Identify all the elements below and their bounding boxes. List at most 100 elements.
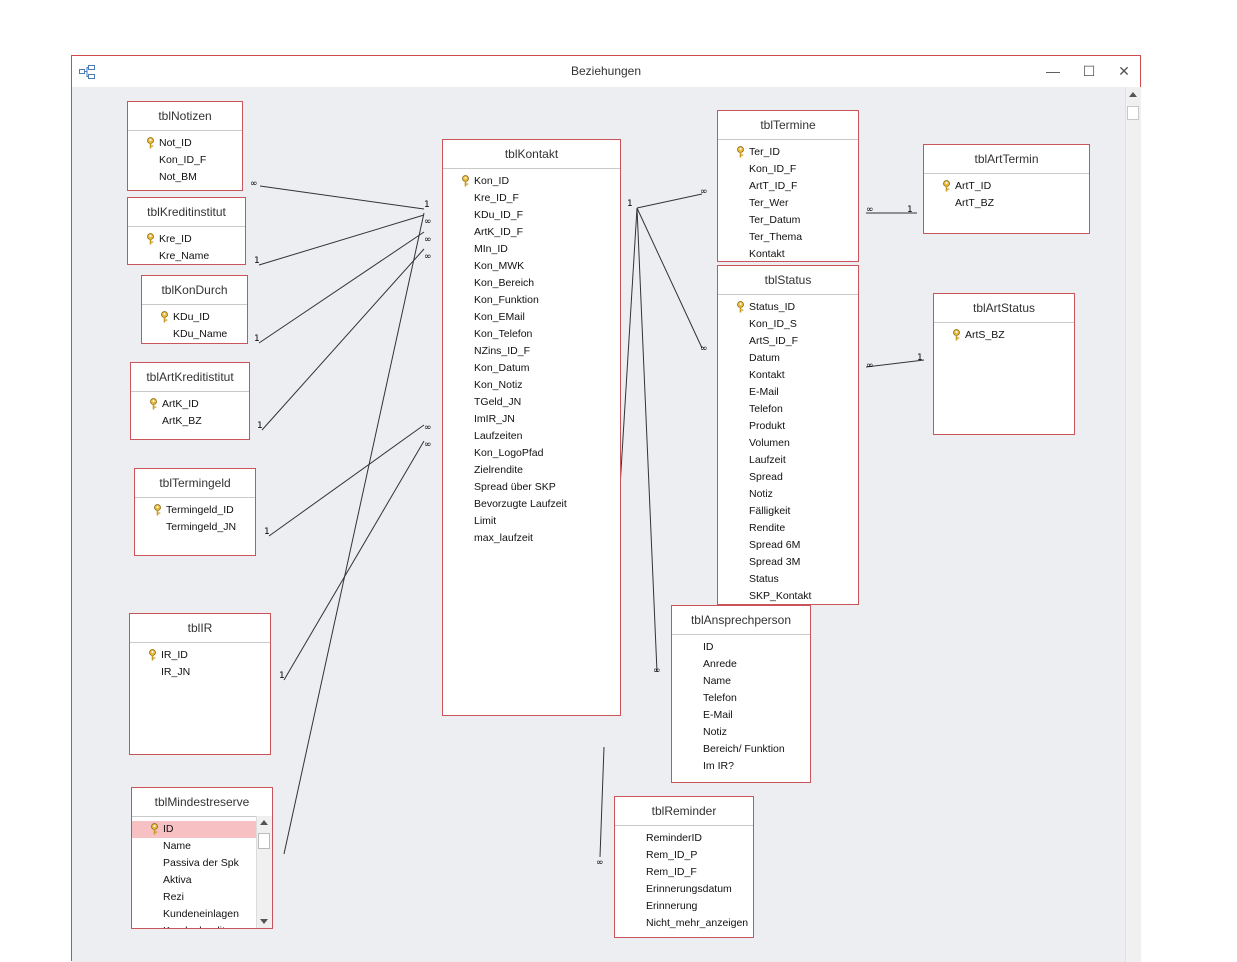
field-row[interactable]: Notiz [718, 486, 858, 503]
field-row[interactable]: Bevorzugte Laufzeit [443, 496, 620, 513]
field-row[interactable]: Kre_Name [128, 248, 245, 265]
field-row[interactable]: Limit [443, 513, 620, 530]
scroll-thumb[interactable] [1127, 106, 1139, 120]
field-row[interactable]: ArtT_ID [924, 178, 1089, 195]
field-row[interactable]: Kon_Telefon [443, 326, 620, 343]
field-row[interactable]: Name [132, 838, 272, 855]
field-row[interactable]: Im IR? [672, 758, 810, 775]
field-row[interactable]: Nicht_mehr_anzeigen [615, 915, 753, 932]
field-row[interactable]: Rem_ID_F [615, 864, 753, 881]
table-title[interactable]: tblAnsprechperson [672, 606, 810, 635]
field-row[interactable]: Spread [718, 469, 858, 486]
field-row[interactable]: ID [672, 639, 810, 656]
field-row[interactable]: Not_ID [128, 135, 242, 152]
field-row[interactable]: Datum [718, 350, 858, 367]
field-row[interactable]: Name [672, 673, 810, 690]
field-row[interactable]: Kon_Bereich [443, 275, 620, 292]
field-row[interactable]: Kontakt [718, 246, 858, 263]
scroll-up-icon[interactable] [1129, 92, 1137, 97]
field-row[interactable]: Kon_EMail [443, 309, 620, 326]
field-row[interactable]: Laufzeit [718, 452, 858, 469]
field-row[interactable]: Fälligkeit [718, 503, 858, 520]
field-row[interactable]: KDu_Name [142, 326, 247, 343]
field-row[interactable]: Kundenkredite [132, 923, 272, 928]
field-row[interactable]: Kon_ID_F [718, 161, 858, 178]
table-title[interactable]: tblKreditinstitut [128, 198, 245, 227]
field-row[interactable]: Laufzeiten [443, 428, 620, 445]
field-row[interactable]: ReminderID [615, 830, 753, 847]
table-title[interactable]: tblTermingeld [135, 469, 255, 498]
field-row[interactable]: Erinnerungsdatum [615, 881, 753, 898]
field-row[interactable]: NZins_ID_F [443, 343, 620, 360]
field-row[interactable]: Kon_LogoPfad [443, 445, 620, 462]
field-row[interactable]: TGeld_JN [443, 394, 620, 411]
field-row[interactable]: ArtS_BZ [934, 327, 1074, 344]
field-row[interactable]: E-Mail [672, 707, 810, 724]
field-row[interactable]: Ter_Thema [718, 229, 858, 246]
field-row[interactable]: Status_ID [718, 299, 858, 316]
field-row[interactable]: ArtT_BZ [924, 195, 1089, 212]
field-row[interactable]: ImIR_JN [443, 411, 620, 428]
table-title[interactable]: tblReminder [615, 797, 753, 826]
field-row[interactable]: Rezi [132, 889, 272, 906]
field-row[interactable]: Kre_ID_F [443, 190, 620, 207]
field-row[interactable]: Rendite [718, 520, 858, 537]
field-row[interactable]: Termingeld_ID [135, 502, 255, 519]
field-row[interactable]: Ter_Datum [718, 212, 858, 229]
field-row[interactable]: Notiz [672, 724, 810, 741]
minimize-button[interactable]: — [1046, 63, 1060, 79]
field-row[interactable]: Volumen [718, 435, 858, 452]
field-row[interactable]: KDu_ID_F [443, 207, 620, 224]
field-row[interactable]: Kon_Notiz [443, 377, 620, 394]
field-row[interactable]: Kre_ID [128, 231, 245, 248]
field-row[interactable]: SKP_Kontakt [718, 588, 858, 605]
field-row[interactable]: Ter_ID [718, 144, 858, 161]
field-row[interactable]: Spread 6M [718, 537, 858, 554]
scroll-thumb[interactable] [258, 833, 270, 849]
field-row[interactable]: MIn_ID [443, 241, 620, 258]
table-title[interactable]: tblStatus [718, 266, 858, 295]
field-row[interactable]: Kon_ID_S [718, 316, 858, 333]
field-row[interactable]: ArtK_BZ [131, 413, 249, 430]
field-row[interactable]: Passiva der Spk [132, 855, 272, 872]
field-row[interactable]: Status [718, 571, 858, 588]
close-button[interactable]: ✕ [1118, 63, 1130, 79]
field-row[interactable]: Kontakt [718, 367, 858, 384]
title-bar[interactable]: Beziehungen — ☐ ✕ [72, 56, 1140, 88]
scroll-down-icon[interactable] [260, 919, 268, 924]
field-row[interactable]: IR_ID [130, 647, 270, 664]
field-row[interactable]: ArtK_ID [131, 396, 249, 413]
field-row[interactable]: Aktiva [132, 872, 272, 889]
table-title[interactable]: tblIR [130, 614, 270, 643]
field-row[interactable]: Spread über SKP [443, 479, 620, 496]
table-title[interactable]: tblMindestreserve [132, 788, 272, 817]
field-row[interactable]: Erinnerung [615, 898, 753, 915]
field-row[interactable]: max_laufzeit [443, 530, 620, 547]
relationships-canvas[interactable]: ∞ 1 ∞ ∞ ∞ 1 1 1 1 ∞ ∞ 1 1 ∞ ∞ ∞ ∞ ∞ 1 ∞ [72, 87, 1125, 962]
field-row[interactable]: KDu_ID [142, 309, 247, 326]
table-title[interactable]: tblKontakt [443, 140, 620, 169]
field-row[interactable]: Rem_ID_P [615, 847, 753, 864]
field-row[interactable]: ArtS_ID_F [718, 333, 858, 350]
table-scrollbar[interactable] [256, 816, 272, 928]
table-title[interactable]: tblArtTermin [924, 145, 1089, 174]
field-row[interactable]: Ter_Wer [718, 195, 858, 212]
field-row[interactable]: Kon_ID [443, 173, 620, 190]
field-row[interactable]: Kon_ID_F [128, 152, 242, 169]
table-title[interactable]: tblArtStatus [934, 294, 1074, 323]
field-row[interactable]: Spread 3M [718, 554, 858, 571]
field-row[interactable]: ArtT_ID_F [718, 178, 858, 195]
field-row[interactable]: ID [132, 821, 272, 838]
field-row[interactable]: IR_JN [130, 664, 270, 681]
